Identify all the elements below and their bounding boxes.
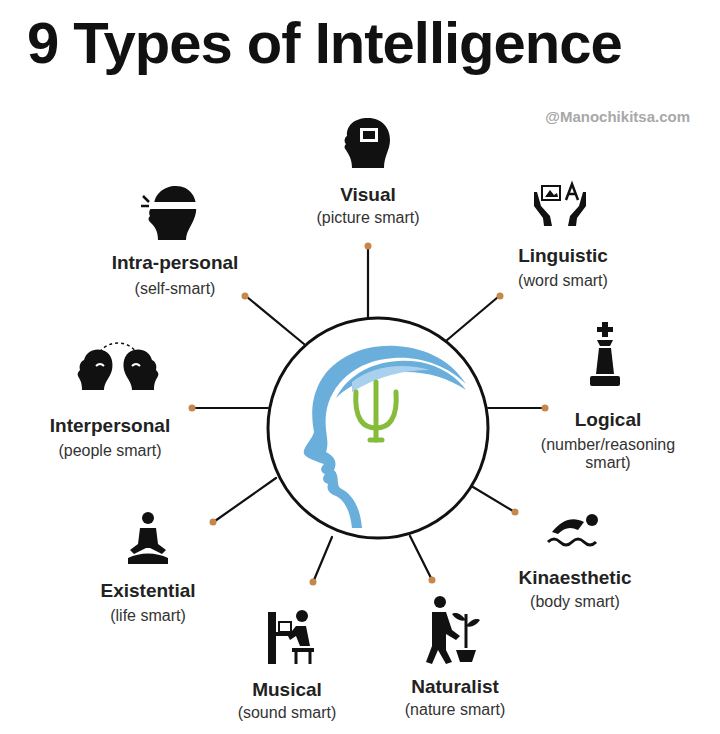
type-name: Existential bbox=[100, 580, 195, 602]
type-description: (picture smart) bbox=[316, 209, 419, 227]
type-description: (nature smart) bbox=[405, 701, 505, 719]
type-name: Intra-personal bbox=[112, 252, 239, 274]
type-description: (people smart) bbox=[58, 442, 161, 460]
type-description: (number/reasoning smart) bbox=[522, 436, 694, 473]
type-name: Logical bbox=[575, 409, 642, 431]
type-description: (body smart) bbox=[530, 593, 620, 611]
spokes bbox=[194, 246, 543, 580]
type-name: Interpersonal bbox=[50, 415, 170, 437]
center-logo bbox=[268, 318, 488, 538]
title: 9 Types of Intelligence bbox=[27, 10, 622, 77]
type-description: (self-smart) bbox=[135, 280, 216, 298]
type-description: (word smart) bbox=[518, 272, 608, 290]
spoke-dots bbox=[189, 243, 549, 586]
watermark: @Manochikitsa.com bbox=[545, 108, 690, 125]
type-name: Kinaesthetic bbox=[519, 567, 632, 589]
type-name: Musical bbox=[252, 679, 322, 701]
type-description: (sound smart) bbox=[238, 704, 337, 722]
type-description: (life smart) bbox=[110, 607, 186, 625]
type-name: Visual bbox=[340, 184, 396, 206]
type-name: Linguistic bbox=[518, 245, 608, 267]
type-name: Naturalist bbox=[411, 676, 499, 698]
